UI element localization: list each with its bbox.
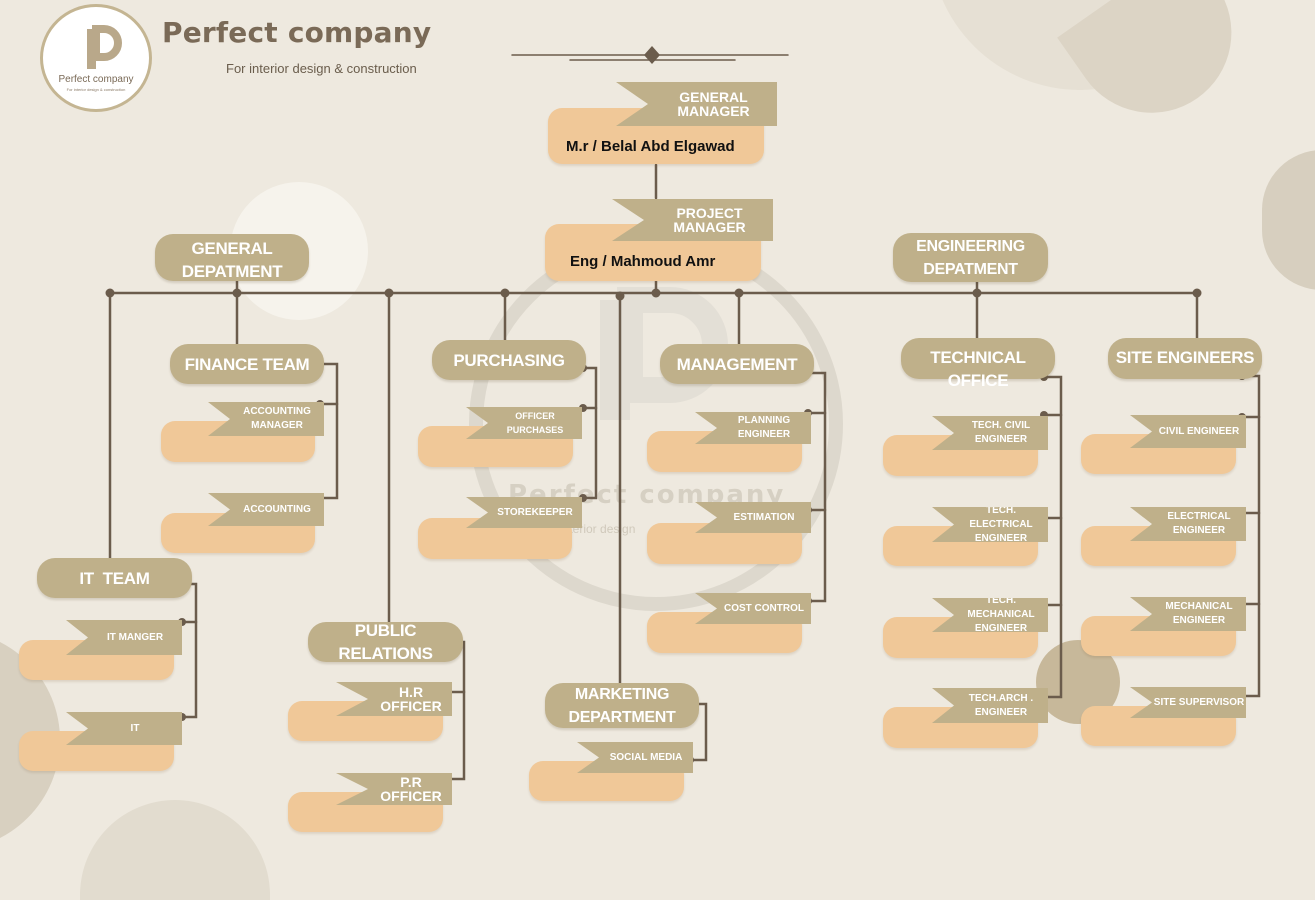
marketing-title-line2: DEPARTMENT <box>568 708 676 726</box>
logo-p-mark-icon <box>87 25 122 69</box>
accounting-tag: ACCOUNTING <box>208 493 324 526</box>
header-divider-diamond-icon <box>644 46 660 64</box>
marketing-department-title: MARKETING DEPARTMENT <box>545 683 699 728</box>
brand-subtitle: For interior design & construction <box>226 61 417 76</box>
technical-office-title: TECHNICAL OFFICE <box>901 338 1055 390</box>
logo-name: Perfect company <box>58 74 134 85</box>
finance-team-title: FINANCE TEAM <box>170 344 324 384</box>
brand-title: Perfect company <box>162 16 432 49</box>
engineering-department-line1: ENGINEERING <box>916 237 1025 255</box>
public-relations-title: PUBLIC RELATIONS <box>308 621 463 663</box>
marketing-title-line1: MARKETING <box>574 685 670 703</box>
engineering-department-title: ENGINEERING DEPATMENT <box>893 233 1048 282</box>
logo-tagline: For interior design & construction <box>66 87 126 92</box>
management-title: MANAGEMENT <box>660 344 814 384</box>
tech-electrical-engineer-tag: TECH. ELECTRICAL ENGINEER <box>932 507 1048 542</box>
project-manager-title: PROJECT MANAGER <box>612 199 773 241</box>
company-logo: Perfect company For interior design & co… <box>40 4 152 112</box>
project-manager-name: Eng / Mahmoud Amr <box>570 253 716 270</box>
general-manager-name: M.r / Belal Abd Elgawad <box>566 138 735 155</box>
purchasing-title: PURCHASING <box>432 340 586 380</box>
general-department-title: GENERAL DEPATMENT <box>155 234 309 281</box>
tech-arch-engineer-tag: TECH.ARCH . ENGINEER <box>932 688 1048 723</box>
officer-purchases-tag: OFFICER PURCHASES <box>466 407 582 439</box>
engineering-department-line2: DEPATMENT <box>923 260 1018 278</box>
it-team-title: IT TEAM <box>37 558 192 598</box>
site-engineers-title: SITE ENGINEERS <box>1108 338 1262 379</box>
